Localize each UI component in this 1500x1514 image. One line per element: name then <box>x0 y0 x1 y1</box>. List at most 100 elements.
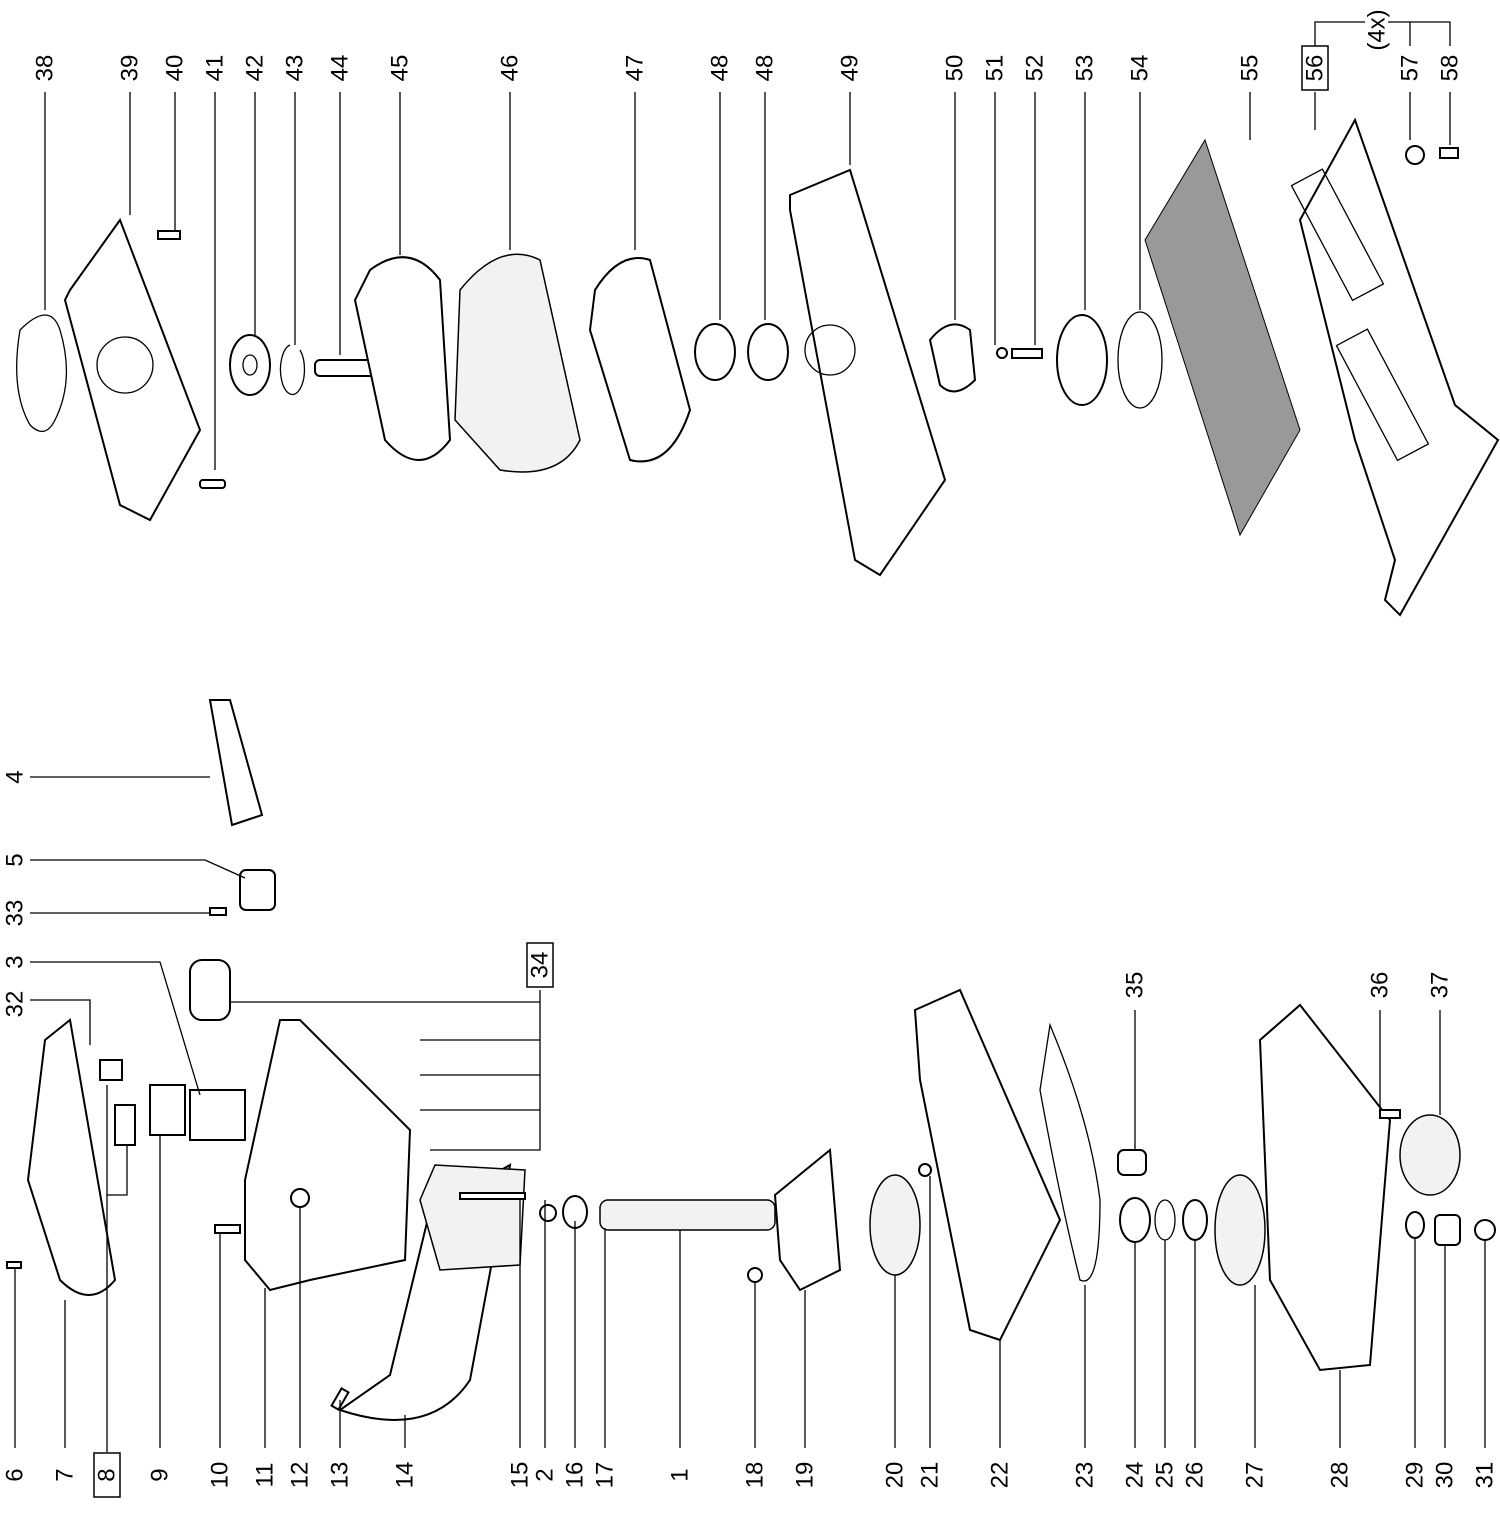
part-label-6: 6 <box>2 1468 29 1481</box>
ring-21 <box>918 1163 932 1177</box>
part-label-48: 48 <box>707 55 734 82</box>
part-label-49: 49 <box>837 55 864 82</box>
label-box <box>1301 45 1329 91</box>
part-label-29: 29 <box>1402 1462 1429 1489</box>
switch-3 <box>189 1089 246 1141</box>
leader-line <box>30 961 201 1096</box>
cable-sleeve-4 <box>208 699 264 827</box>
part-label-51: 51 <box>982 55 1009 82</box>
part-label-50: 50 <box>942 55 969 82</box>
bushing-35 <box>1117 1149 1147 1176</box>
part-label-30: 30 <box>1432 1462 1459 1489</box>
part-label-26: 26 <box>1182 1462 1209 1489</box>
part-label-23: 23 <box>1072 1462 1099 1489</box>
part-label-20: 20 <box>882 1462 909 1489</box>
part-label-34: 34 <box>527 952 554 979</box>
part-label-28: 28 <box>1327 1462 1354 1489</box>
circlip-43 <box>279 344 306 396</box>
part-label-11: 11 <box>252 1463 279 1488</box>
part-label-9: 9 <box>147 1468 174 1481</box>
bearing-26 <box>1182 1199 1208 1241</box>
part-label-33: 33 <box>2 900 29 927</box>
stator-2 <box>419 1164 526 1271</box>
part-label-25: 25 <box>1152 1462 1179 1489</box>
part-label-8: 8 <box>94 1468 121 1481</box>
leader-line <box>430 990 541 1151</box>
gasket-23 <box>1039 1022 1101 1282</box>
motor-housing-11 <box>244 1019 412 1292</box>
ring-53 <box>1056 314 1108 406</box>
part-label-55: 55 <box>1237 55 1264 82</box>
part-label-53: 53 <box>1072 55 1099 82</box>
part-label-18: 18 <box>742 1462 769 1489</box>
part-label-4: 4 <box>2 770 29 783</box>
part-label-32: 32 <box>2 991 29 1018</box>
part-label-15: 15 <box>507 1462 534 1489</box>
leader-line <box>1314 21 1365 46</box>
screw-10 <box>214 1224 241 1234</box>
perforator-plate-56 <box>1298 117 1500 617</box>
screw-6 <box>6 1261 22 1269</box>
washer-16 <box>539 1204 557 1222</box>
gear-37 <box>1399 1114 1461 1196</box>
part-label-(4x): (4x) <box>1364 9 1391 50</box>
part-label-35: 35 <box>1122 972 1149 999</box>
switch-9 <box>149 1084 186 1136</box>
brush-holder-8 <box>99 1059 123 1081</box>
part-label-52: 52 <box>1022 55 1049 82</box>
nut-12 <box>290 1188 310 1208</box>
part-label-48: 48 <box>752 55 779 82</box>
bearing-48a <box>694 323 736 381</box>
part-label-13: 13 <box>327 1462 354 1489</box>
nut-18 <box>747 1267 763 1283</box>
label-box <box>526 942 554 988</box>
part-label-40: 40 <box>162 55 189 82</box>
part-label-14: 14 <box>392 1462 419 1489</box>
leader-lines <box>14 21 1486 1452</box>
part-label-3: 3 <box>2 955 29 968</box>
gear-27 <box>1214 1174 1266 1286</box>
seal-45 <box>353 256 452 461</box>
bellows-46 <box>454 253 581 473</box>
circlip-25 <box>1154 1199 1176 1241</box>
leader-line <box>1388 21 1451 46</box>
bearing-48b <box>747 323 789 381</box>
screw-15 <box>459 1192 526 1200</box>
part-label-19: 19 <box>792 1462 819 1489</box>
bearing-24 <box>1119 1197 1151 1243</box>
part-label-57: 57 <box>1397 55 1424 82</box>
part-label-56: 56 <box>1302 55 1329 82</box>
pin-41 <box>199 479 226 489</box>
part-label-7: 7 <box>52 1468 79 1481</box>
ring-54 <box>1117 311 1163 409</box>
leader-line <box>30 859 246 879</box>
bearing-plate-39 <box>63 217 202 522</box>
pinion-30 <box>1434 1214 1461 1246</box>
leader-line <box>106 1145 128 1452</box>
screw-58 <box>1439 147 1459 159</box>
part-label-24: 24 <box>1122 1462 1149 1489</box>
part-label-16: 16 <box>562 1462 589 1489</box>
part-label-10: 10 <box>207 1462 234 1489</box>
part-label-46: 46 <box>497 55 524 82</box>
gear-housing-22 <box>913 988 1062 1342</box>
part-label-37: 37 <box>1427 972 1454 999</box>
sanding-sheet-55 <box>1144 138 1301 537</box>
plate-hub-39 <box>96 336 154 394</box>
screw-13 <box>330 1386 350 1412</box>
label-box <box>93 1452 121 1498</box>
counterweight-50 <box>928 323 977 393</box>
part-label-58: 58 <box>1437 55 1464 82</box>
part-label-36: 36 <box>1367 972 1394 999</box>
screw-33 <box>209 907 227 916</box>
bearing-42 <box>229 334 271 396</box>
part-label-39: 39 <box>117 55 144 82</box>
parts-drawings <box>6 117 1500 1421</box>
part-label-31: 31 <box>1472 1462 1499 1489</box>
capacitor-34 <box>189 959 231 1021</box>
gear-cover-28 <box>1258 1003 1392 1372</box>
handle-cover-7 <box>26 1018 117 1296</box>
part-label-38: 38 <box>32 55 59 82</box>
part-label-54: 54 <box>1127 55 1154 82</box>
